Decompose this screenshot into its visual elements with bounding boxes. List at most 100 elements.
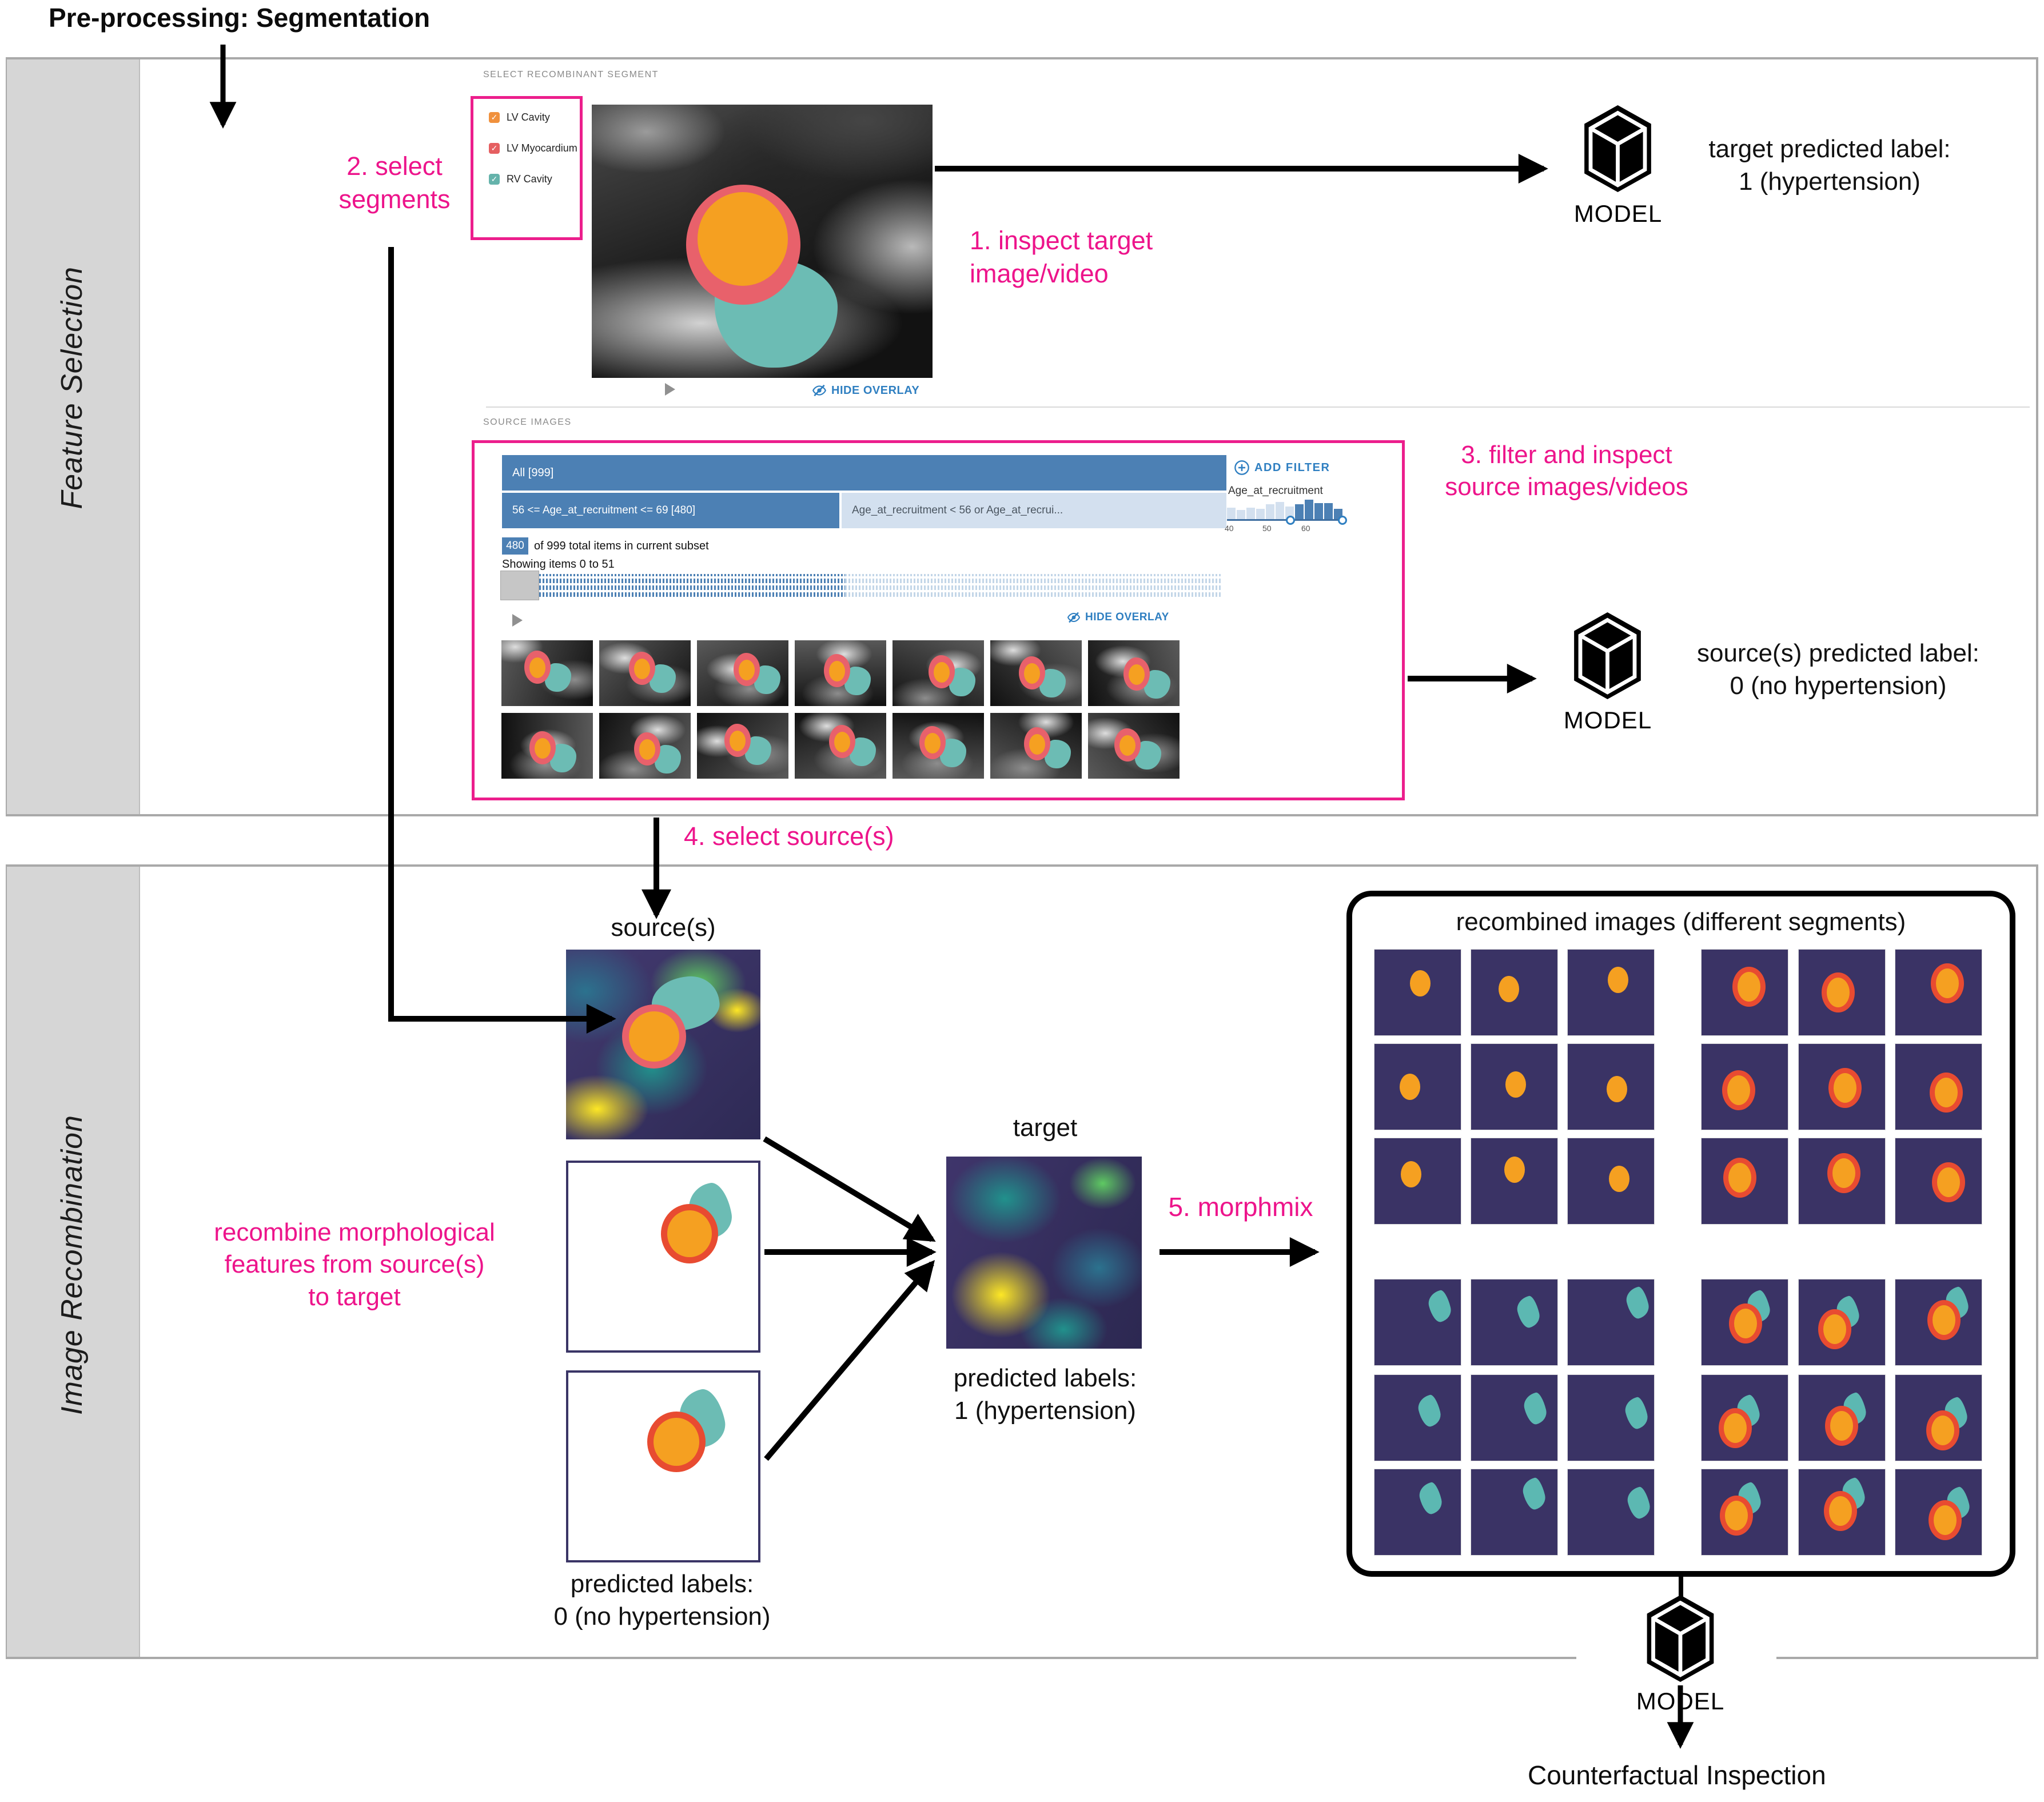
item-strip-selected[interactable] <box>501 574 845 597</box>
rv-cavity-shape <box>1625 1485 1652 1521</box>
histogram-bar <box>1227 508 1236 520</box>
item-strip-rest[interactable] <box>845 574 1221 597</box>
item-strip-thumb[interactable] <box>500 571 539 600</box>
recombined-tile-lv-cavity-and-myocardium <box>1895 949 1982 1036</box>
histogram-handle-right[interactable] <box>1338 516 1347 525</box>
recombined-tile-lv-cavity-only <box>1567 1043 1655 1130</box>
filter-selected-label: 56 <= Age_at_recruitment <= 69 [480] <box>512 504 696 516</box>
lv-cavity-ringed-shape <box>1723 1158 1756 1198</box>
source-thumbnail[interactable] <box>795 640 886 706</box>
segment-label: RV Cavity <box>507 173 552 185</box>
rv-cavity-shape <box>1515 1294 1542 1330</box>
target-mri-image <box>592 105 933 378</box>
lv-cavity-overlay <box>529 657 545 678</box>
lv-cavity-ringed-shape <box>1824 1491 1857 1531</box>
filter-all-label: All [999] <box>512 466 554 479</box>
lv-cavity-overlay <box>535 738 551 759</box>
source-mask-2 <box>566 1370 760 1562</box>
source-thumbnail[interactable] <box>892 640 984 706</box>
histogram-bar <box>1276 502 1284 520</box>
lv-cavity-ringed-shape <box>1929 1500 1962 1540</box>
target-prediction-bottom: predicted labels: 1 (hypertension) <box>897 1362 1194 1427</box>
viewer-divider <box>486 406 2030 408</box>
feature-selection-rail <box>7 59 140 814</box>
filter-bar-other[interactable]: Age_at_recruitment < 56 or Age_at_recrui… <box>842 493 1226 528</box>
recombined-tile-rv-cavity-only <box>1567 1469 1655 1556</box>
recombined-tile-lv-cavity-only <box>1471 949 1558 1036</box>
histogram-bar <box>1295 504 1304 520</box>
lv-cavity-ringed-shape <box>1825 1406 1858 1446</box>
lv-cavity-overlay <box>629 1011 679 1062</box>
source-thumbnail[interactable] <box>1088 640 1180 706</box>
filter-other-label: Age_at_recruitment < 56 or Age_at_recrui… <box>852 504 1063 516</box>
source-thumbnail[interactable] <box>599 640 691 706</box>
step2-note: 2. select segments <box>320 150 469 216</box>
recombined-tile-rv-cavity-only <box>1567 1374 1655 1461</box>
segment-checkbox-rv-cavity[interactable]: ✓ <box>489 174 500 185</box>
recombine-line1: recombine morphological <box>214 1218 495 1246</box>
target-play-button[interactable] <box>665 383 675 396</box>
segment-panel-header: SELECT RECOMBINANT SEGMENT <box>483 70 659 79</box>
target-hide-overlay-link[interactable]: HIDE OVERLAY <box>812 383 919 398</box>
recombined-tile-lv-cavity-only <box>1567 949 1655 1036</box>
lv-cavity-overlay <box>1024 663 1040 684</box>
source-hide-overlay-link[interactable]: HIDE OVERLAY <box>1067 611 1169 624</box>
lv-cavity-ringed-shape <box>1827 1153 1860 1193</box>
target-prediction-line2: 1 (hypertension) <box>1739 168 1921 196</box>
source-thumbnail[interactable] <box>795 713 886 779</box>
source-pred-bottom-line1: predicted labels: <box>570 1570 754 1598</box>
recombined-tile-grid <box>1346 891 2015 1577</box>
lv-cavity-shape <box>1410 970 1431 996</box>
step3-line2: source images/videos <box>1445 473 1688 501</box>
filter-bar-all[interactable]: All [999] <box>502 455 1226 491</box>
lv-cavity-ringed-shape <box>1722 1070 1755 1110</box>
feature-selection-label: Feature Selection <box>55 266 89 509</box>
segment-checkbox-lv-cavity[interactable]: ✓ <box>489 112 500 123</box>
source-image-1 <box>566 950 760 1139</box>
recombined-tile-all-segments <box>1895 1279 1982 1366</box>
source-thumbnail[interactable] <box>990 713 1082 779</box>
lv-cavity-ringed-shape <box>1932 1162 1965 1202</box>
recombine-note: recombine morphological features from so… <box>189 1217 520 1313</box>
recombined-tile-lv-cavity-only <box>1374 1043 1461 1130</box>
histogram-bar <box>1256 509 1265 520</box>
model-label-top: MODEL <box>1573 200 1663 227</box>
subset-count-text: of 999 total items in current subset <box>534 540 709 552</box>
lv-cavity-overlay <box>730 731 746 751</box>
lv-cavity-shape <box>1609 1166 1629 1192</box>
recombined-tile-rv-cavity-only <box>1374 1469 1461 1556</box>
source-mask-1 <box>566 1161 760 1353</box>
source-play-button[interactable] <box>512 614 523 627</box>
recombined-tile-rv-cavity-only <box>1471 1469 1558 1556</box>
step2-line2: segments <box>338 184 451 214</box>
histogram-title: Age_at_recruitment <box>1228 485 1323 497</box>
recombined-tile-lv-cavity-and-myocardium <box>1895 1043 1982 1130</box>
recombined-tile-all-segments <box>1798 1374 1886 1461</box>
source-thumbnail[interactable] <box>990 640 1082 706</box>
histogram-tick-40: 40 <box>1225 524 1234 533</box>
source-prediction-bottom: predicted labels: 0 (no hypertension) <box>513 1568 811 1633</box>
recombined-tile-rv-cavity-only <box>1567 1279 1655 1366</box>
lv-cavity-overlay <box>739 660 755 680</box>
source-thumbnail[interactable] <box>501 713 593 779</box>
source-thumbnail[interactable] <box>599 713 691 779</box>
source-thumbnail[interactable] <box>501 640 593 706</box>
segment-checkbox-lv-myocardium[interactable]: ✓ <box>489 143 500 154</box>
source-thumbnail[interactable] <box>1088 713 1180 779</box>
recombined-tile-lv-cavity-and-myocardium <box>1798 949 1886 1036</box>
lv-cavity-overlay <box>639 739 655 760</box>
subset-count-badge: 480 <box>502 537 528 555</box>
source-thumbnail[interactable] <box>892 713 984 779</box>
rv-cavity-shape <box>1426 1289 1453 1324</box>
source-thumbnail[interactable] <box>697 640 788 706</box>
histogram-tick-50: 50 <box>1262 524 1272 533</box>
lv-cavity-ringed-shape <box>661 1204 718 1263</box>
histogram-bar <box>1305 500 1313 520</box>
source-thumbnail[interactable] <box>697 713 788 779</box>
recombined-tile-lv-cavity-only <box>1567 1138 1655 1225</box>
histogram-handle-left[interactable] <box>1286 516 1295 525</box>
add-filter-button[interactable]: ADD FILTER <box>1234 460 1330 476</box>
filter-bar-selected[interactable]: 56 <= Age_at_recruitment <= 69 [480] <box>502 493 839 528</box>
lv-cavity-ringed-shape <box>1926 1410 1959 1450</box>
